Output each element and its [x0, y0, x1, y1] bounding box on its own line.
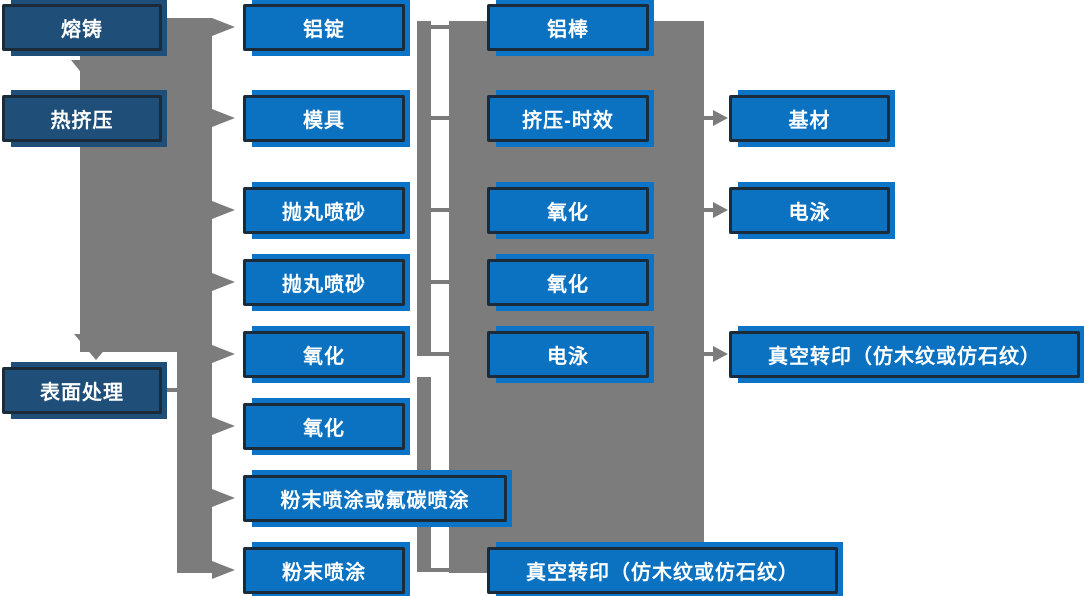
node-hot-extrusion: 热挤压	[2, 95, 162, 142]
node-shot-blasting-1: 抛丸喷砂	[243, 187, 405, 234]
node-oxidation-1: 氧化	[243, 331, 405, 378]
node-extrusion-aging: 挤压-时效	[487, 95, 649, 142]
connector-left-narrow-bar	[177, 352, 212, 573]
stub-row2	[431, 116, 449, 120]
connector-middle-bar-upper	[417, 21, 431, 356]
node-electrophoresis-1: 电泳	[487, 331, 649, 378]
node-oxidation-3: 氧化	[487, 187, 649, 234]
node-base-material: 基材	[729, 95, 890, 142]
arrow-head-to-vacuum-transfer-icon	[713, 346, 728, 362]
stub-row4	[431, 280, 449, 284]
node-oxidation-2: 氧化	[243, 403, 405, 450]
arrow-head-to-base-material-icon	[713, 110, 728, 126]
arrow-head-to-electrophoresis-icon	[713, 202, 728, 218]
arrow-right-to-aluminum-ingot-icon	[212, 18, 235, 36]
node-vacuum-transfer-bottom: 真空转印（仿木纹或仿石纹）	[487, 547, 838, 594]
arrow-shaft-to-vacuum-transfer	[702, 352, 715, 356]
stub-row1	[431, 25, 449, 29]
arrow-right-to-mold-icon	[212, 109, 235, 127]
node-oxidation-4: 氧化	[487, 259, 649, 306]
arrow-shaft-to-base-material	[702, 116, 715, 120]
node-aluminum-ingot: 铝锭	[243, 4, 405, 51]
stub-row8	[431, 568, 449, 572]
connector-surface-treatment-link	[160, 388, 178, 392]
connector-middle-bar-lower	[417, 377, 431, 572]
node-electrophoresis-2: 电泳	[729, 187, 890, 234]
node-powder-coating: 粉末喷涂	[243, 547, 405, 594]
connector-left-main-bar	[80, 18, 212, 352]
arrow-right-to-powder-fluorocarbon-icon	[212, 489, 235, 507]
node-powder-or-fluorocarbon-coating: 粉末喷涂或氟碳喷涂	[243, 475, 507, 522]
node-melting-casting: 熔铸	[2, 4, 162, 51]
arrow-right-to-oxidation-2-icon	[212, 417, 235, 435]
node-surface-treatment: 表面处理	[2, 367, 162, 414]
node-mold: 模具	[243, 95, 405, 142]
node-aluminum-rod: 铝棒	[487, 4, 649, 51]
arrow-right-to-shot-blasting-2-icon	[212, 273, 235, 291]
arrow-right-to-oxidation-1-icon	[212, 345, 235, 363]
arrow-right-to-shot-blasting-1-icon	[212, 201, 235, 219]
stub-row3	[431, 208, 449, 212]
arrow-shaft-to-electrophoresis	[702, 208, 715, 212]
node-vacuum-transfer-right: 真空转印（仿木纹或仿石纹）	[729, 331, 1080, 378]
node-shot-blasting-2: 抛丸喷砂	[243, 259, 405, 306]
stub-row5	[431, 352, 449, 356]
arrow-right-to-powder-coating-icon	[212, 561, 235, 579]
